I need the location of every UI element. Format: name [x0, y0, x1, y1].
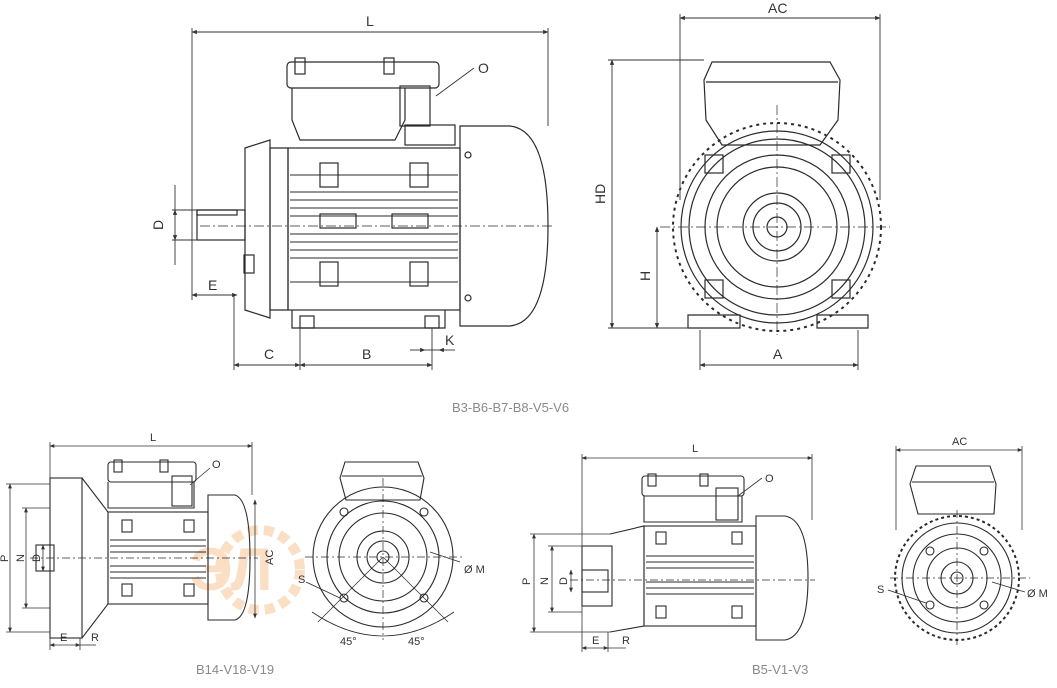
b5-side-labels: L O P N D E R [521, 443, 774, 647]
watermark-logo: ЭЛ [190, 525, 305, 615]
main-end-view [660, 61, 890, 335]
b14-dim-O: O [212, 459, 221, 471]
dim-D: D [150, 220, 166, 230]
dim-H: H [637, 271, 653, 281]
main-end-dimensions [608, 14, 881, 370]
b5-dim-S: S [877, 584, 884, 596]
b14-dim-S: S [298, 574, 305, 586]
dim-HD: HD [592, 184, 608, 204]
main-side-dimensions [172, 28, 549, 370]
caption-b14: B14-V18-V19 [196, 662, 274, 677]
caption-b5: B5-V1-V3 [752, 662, 808, 677]
b5-end-dimensions [895, 446, 1023, 530]
b5-dim-M: Ø M [1027, 588, 1048, 600]
b14-dim-E: E [60, 632, 67, 644]
dim-AC: AC [768, 0, 787, 16]
b14-end-labels: S Ø M 45° 45° [298, 564, 485, 648]
b14-dim-M: Ø M [464, 564, 485, 576]
b5-dim-AC: AC [952, 436, 967, 448]
b5-dim-E: E [592, 635, 599, 647]
caption-main: B3-B6-B7-B8-V5-V6 [452, 400, 569, 415]
b5-side-dimensions [530, 454, 813, 652]
dim-E: E [208, 277, 217, 293]
dim-A: A [773, 346, 783, 362]
dim-O: O [478, 60, 489, 76]
svg-text:ЭЛ: ЭЛ [190, 536, 273, 603]
b5-end-view [887, 465, 1030, 645]
b14-dim-N: N [15, 554, 27, 562]
b14-angle-2: 45° [408, 636, 425, 648]
b14-side-view [30, 459, 258, 639]
dim-C: C [264, 346, 274, 362]
b14-dim-R: R [91, 632, 99, 644]
b14-dim-P: P [0, 555, 11, 562]
dim-K: K [445, 332, 455, 348]
b14-side-labels: L O P N D E R AC [0, 432, 276, 644]
b5-end-labels: AC S Ø M [877, 436, 1048, 600]
b5-dim-P: P [521, 578, 533, 585]
b5-dim-O: O [765, 473, 774, 485]
b14-angle-1: 45° [340, 636, 357, 648]
b14-end-view [305, 461, 462, 640]
b5-dim-N: N [539, 577, 551, 585]
b14-dim-L: L [150, 432, 156, 444]
b14-side-dimensions [6, 442, 257, 650]
b5-dim-D: D [558, 577, 570, 585]
b5-side-view [570, 473, 815, 641]
b14-dim-D: D [31, 554, 43, 562]
main-side-view [196, 57, 555, 329]
main-side-labels: L O D E C B K [150, 13, 489, 362]
b14-dim-AC: AC [264, 550, 276, 565]
main-end-labels: AC HD H A [592, 0, 787, 362]
dim-L: L [366, 13, 374, 29]
b5-dim-R: R [622, 635, 630, 647]
dim-B: B [362, 346, 371, 362]
b5-dim-L: L [692, 443, 698, 455]
